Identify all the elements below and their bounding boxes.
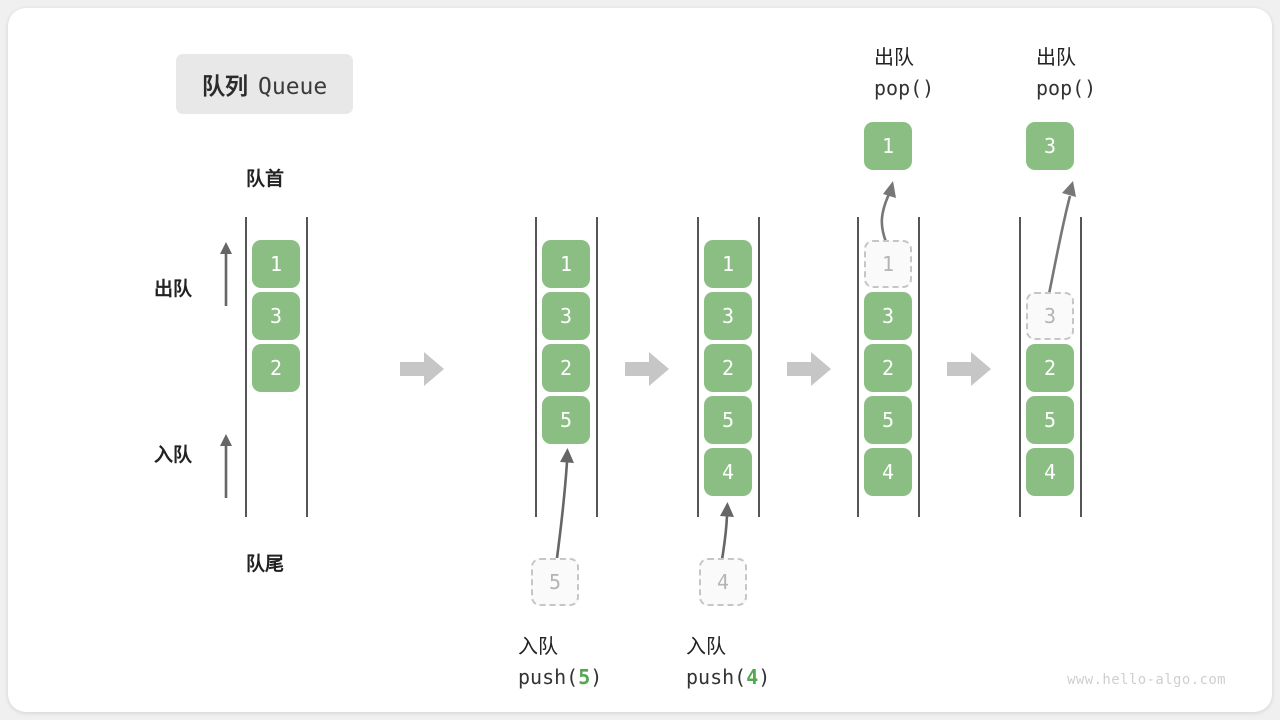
diagram-card: 队列 Queue 队首 队尾 出队 入队 1 3 2 1 3 2 5 5 入队: [8, 8, 1272, 712]
push-4-code-suffix: ): [758, 665, 771, 689]
queue-column-after-pop-1: 1 3 2 5 4: [864, 240, 912, 496]
queue-column-after-push-5: 1 3 2 5: [542, 240, 590, 444]
enqueue-direction-arrow-icon: [220, 434, 232, 498]
label-front: 队首: [246, 168, 285, 190]
queue-slot: 1: [252, 240, 300, 288]
queue-column-after-push-4: 1 3 2 5 4: [704, 240, 752, 496]
pop-3-label-code: pop(): [1036, 76, 1097, 100]
queue-slot: 5: [1026, 396, 1074, 444]
queue-slot: 5: [704, 396, 752, 444]
push-4-code-num: 4: [746, 665, 759, 689]
queue-slot: 3: [704, 292, 752, 340]
queue-rail-left-5: [1019, 217, 1021, 517]
dequeue-direction-arrow-icon: [220, 242, 232, 306]
queue-slot-ghost: 1: [864, 240, 912, 288]
queue-slot: 2: [252, 344, 300, 392]
queue-slot: 2: [1026, 344, 1074, 392]
queue-rail-left-1: [245, 217, 247, 517]
queue-column-initial: 1 3 2: [252, 240, 300, 392]
push-5-arrow-icon: [555, 448, 574, 559]
queue-slot: 2: [542, 344, 590, 392]
push-4-label-cn: 入队: [686, 634, 726, 658]
push-4-arrow-icon: [720, 502, 734, 561]
queue-rail-right-5: [1080, 217, 1082, 517]
label-rear: 队尾: [246, 553, 285, 575]
pop-3-popped-slot: 3: [1026, 122, 1074, 170]
queue-rail-left-3: [697, 217, 699, 517]
queue-slot: 1: [542, 240, 590, 288]
queue-slot: 1: [704, 240, 752, 288]
pop-3-label-cn: 出队: [1036, 45, 1076, 69]
queue-slot: 2: [864, 344, 912, 392]
queue-slot: 3: [864, 292, 912, 340]
pop-1-label-cn: 出队: [874, 45, 914, 69]
queue-slot: 3: [252, 292, 300, 340]
queue-rail-left-4: [857, 217, 859, 517]
queue-slot: 4: [864, 448, 912, 496]
queue-slot: 4: [1026, 448, 1074, 496]
title-badge: 队列 Queue: [176, 54, 354, 114]
push-5-ghost-slot: 5: [531, 558, 579, 606]
title-cn: 队列: [202, 74, 248, 100]
push-5-code-num: 5: [578, 665, 591, 689]
label-enqueue: 入队: [154, 444, 193, 466]
queue-slot: 3: [542, 292, 590, 340]
queue-rail-right-4: [918, 217, 920, 517]
queue-slot: 4: [704, 448, 752, 496]
push-5-label-code: push(5): [518, 665, 602, 689]
push-5-code-suffix: ): [590, 665, 603, 689]
push-5-code-prefix: push(: [518, 665, 579, 689]
label-dequeue: 出队: [154, 278, 193, 300]
watermark: www.hello-algo.com: [1067, 672, 1226, 688]
queue-rail-right-1: [306, 217, 308, 517]
title-en: Queue: [258, 74, 328, 100]
step-arrow-icon: [400, 352, 444, 386]
push-5-label-cn: 入队: [518, 634, 558, 658]
queue-rail-left-2: [535, 217, 537, 517]
step-arrow-icon: [787, 352, 831, 386]
pop-3-arrow-icon: [1046, 181, 1076, 300]
queue-rail-right-3: [758, 217, 760, 517]
push-4-label-code: push(4): [686, 665, 770, 689]
pop-1-label-code: pop(): [874, 76, 935, 100]
pop-1-popped-slot: 1: [864, 122, 912, 170]
step-arrow-icon: [947, 352, 991, 386]
queue-slot-ghost: 3: [1026, 292, 1074, 340]
queue-slot: 2: [704, 344, 752, 392]
push-4-code-prefix: push(: [686, 665, 747, 689]
queue-slot: 5: [864, 396, 912, 444]
pop-1-arrow-icon: [880, 181, 896, 243]
queue-slot: 5: [542, 396, 590, 444]
queue-column-after-pop-3: 3 2 5 4: [1026, 240, 1074, 496]
queue-rail-right-2: [596, 217, 598, 517]
push-4-ghost-slot: 4: [699, 558, 747, 606]
step-arrow-icon: [625, 352, 669, 386]
